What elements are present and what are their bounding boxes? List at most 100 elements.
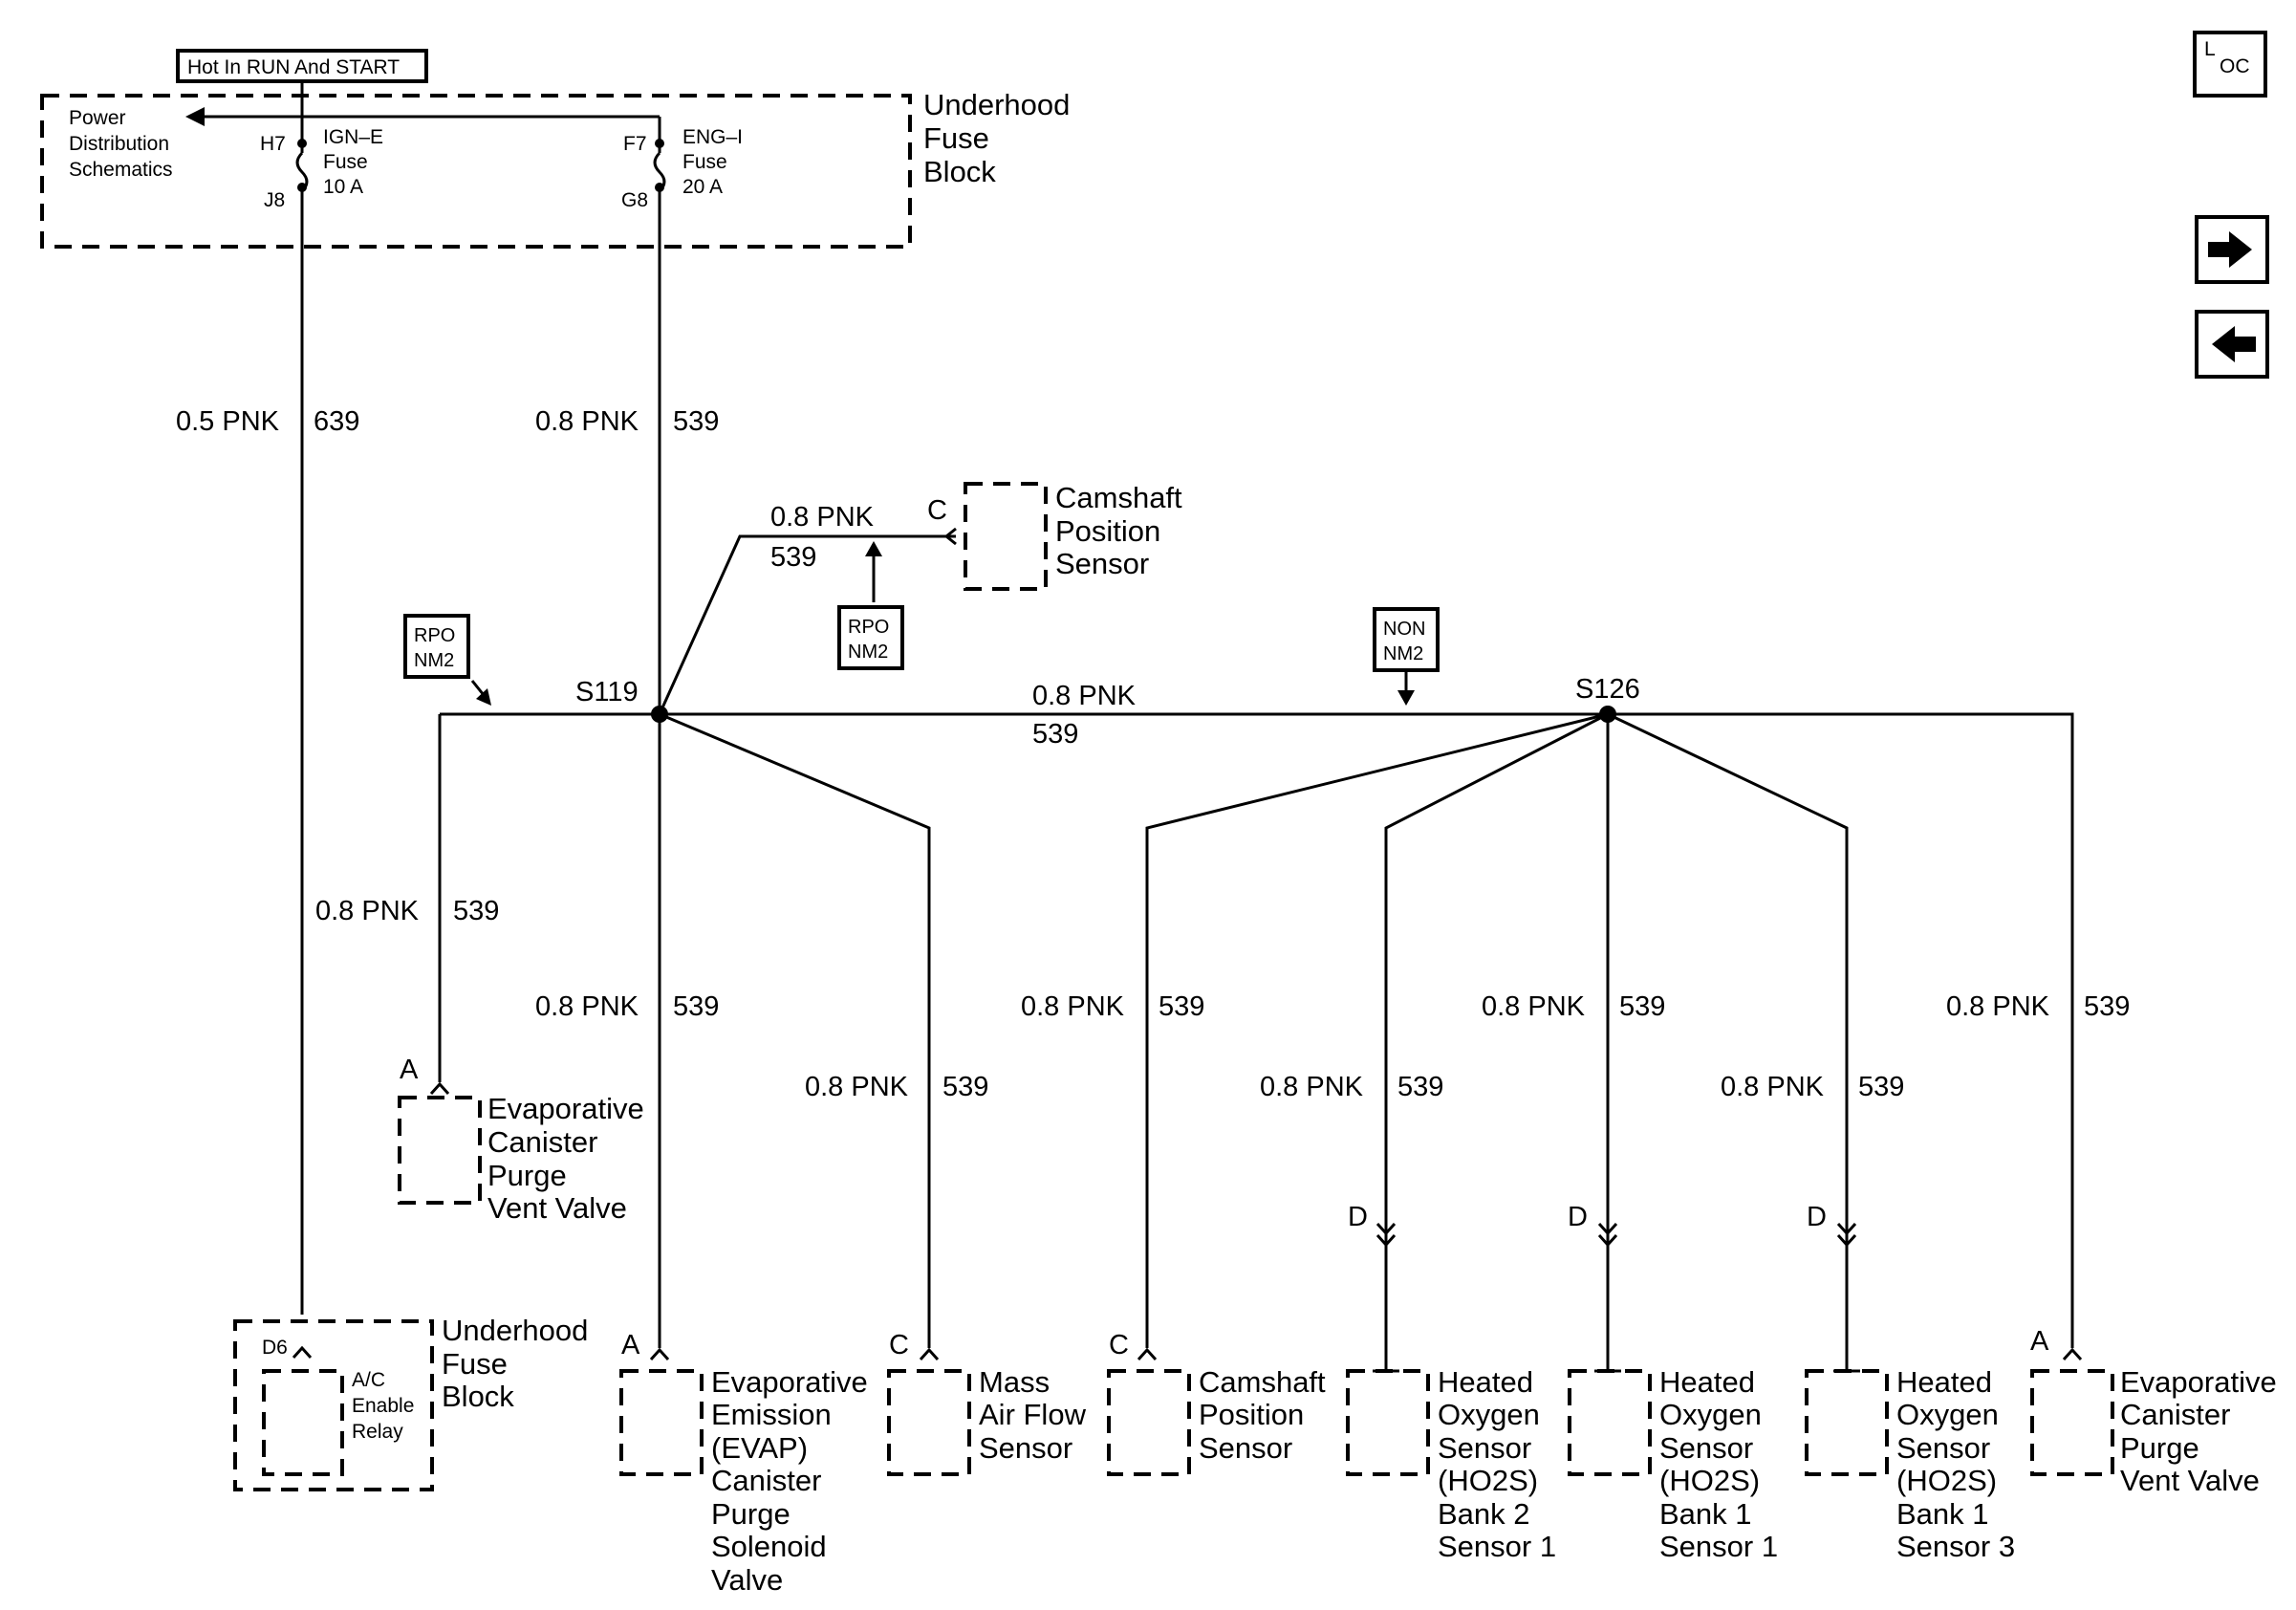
svg-text:ENG–I Fuse 20: ENG–I Fuse 20 A [682, 126, 748, 198]
fuse-block-title: Underhood Fuse Block [923, 88, 1078, 188]
svg-text:539: 539 [1858, 1072, 1904, 1102]
wire-539-evap-vent-left: 0.8 PNK 539 [315, 714, 499, 1082]
svg-text:0.8 PNK: 0.8 PNK [1021, 991, 1125, 1022]
wire-539-cam-bottom: 0.8 PNK 539 [1021, 712, 1609, 1348]
svg-text:539: 539 [673, 991, 719, 1022]
camshaft-position-sensor-top: C Camshaft Position Sensor [927, 481, 1190, 591]
svg-text:0.8 PNK: 0.8 PNK [315, 896, 420, 926]
wire-539-evap-solenoid: 0.8 PNK 539 [535, 714, 719, 1348]
svg-text:539: 539 [942, 1072, 988, 1102]
svg-text:Underhood Fuse Blo: Underhood Fuse Block [442, 1314, 596, 1413]
svg-text:Evaporative Canister: Evaporative Canister Purge Vent Valve [2120, 1365, 2285, 1497]
svg-text:539: 539 [453, 896, 499, 926]
svg-text:J8: J8 [264, 189, 285, 211]
svg-text:Camshaft Position: Camshaft Position Sensor [1199, 1365, 1333, 1465]
wire-639: 0.5 PNK 639 [176, 187, 359, 1315]
svg-text:0.8 PNK: 0.8 PNK [1721, 1072, 1825, 1102]
svg-text:0.8 PNK: 0.8 PNK [1032, 681, 1137, 711]
svg-text:NM2: NM2 [848, 642, 888, 663]
svg-text:Evaporative Emission: Evaporative Emission (EVAP) Canister Pur… [711, 1365, 876, 1597]
svg-text:539: 539 [1032, 719, 1078, 750]
svg-text:D: D [1568, 1202, 1588, 1232]
svg-text:A/C Enable Relay: A/C Enable Relay [352, 1369, 420, 1443]
svg-text:C: C [927, 495, 947, 526]
underhood-fuse-block-ac-relay: D6 A/C Enable Relay Underhood Fuse Block [233, 1314, 596, 1491]
option-tag-non-nm2: NON NM2 [1373, 607, 1440, 706]
svg-text:539: 539 [1619, 991, 1665, 1022]
svg-text:H7: H7 [260, 133, 286, 155]
svg-text:RPO: RPO [848, 617, 889, 638]
ho2s-bank1-sensor1: D Heated Oxygen Sensor (HO2S) Bank 1 Sen… [1568, 1202, 1778, 1563]
camshaft-position-sensor-bottom: C Camshaft Position Sensor [1107, 1330, 1333, 1476]
svg-text:G8: G8 [621, 189, 648, 211]
wire-539-main: 0.8 PNK 539 [535, 187, 719, 714]
svg-text:Heated Oxygen Sens: Heated Oxygen Sensor (HO2S) Bank 1 Senso… [1659, 1365, 1778, 1563]
arrow-left-icon [185, 107, 205, 126]
svg-text:C: C [1109, 1330, 1129, 1360]
svg-text:0.8 PNK: 0.8 PNK [770, 502, 875, 533]
ho2s-bank1-sensor3: D Heated Oxygen Sensor (HO2S) Bank 1 Sen… [1805, 1202, 2015, 1563]
svg-text:0.8 PNK: 0.8 PNK [535, 406, 639, 437]
svg-text:A: A [621, 1330, 640, 1360]
evap-canister-purge-solenoid-valve: A Evaporative Emission (EVAP) Canister P… [619, 1330, 876, 1597]
svg-text:Mass Air Flow Sens: Mass Air Flow Sensor [979, 1365, 1094, 1465]
evap-canister-purge-vent-valve-right: A Evaporative Canister Purge Vent Valve [2030, 1326, 2285, 1497]
wire-539-cam-top: 0.8 PNK 539 [658, 502, 956, 715]
svg-text:0.5 PNK: 0.5 PNK [176, 406, 280, 437]
svg-text:D: D [1348, 1202, 1368, 1232]
splice-s119: S119 [575, 677, 668, 723]
svg-text:0.8 PNK: 0.8 PNK [1482, 991, 1586, 1022]
svg-text:0.8 PNK: 0.8 PNK [1260, 1072, 1364, 1102]
svg-text:539: 539 [673, 406, 719, 437]
svg-text:NON: NON [1383, 619, 1425, 640]
svg-text:RPO: RPO [414, 625, 455, 646]
svg-text:NM2: NM2 [1383, 643, 1423, 664]
svg-text:539: 539 [1159, 991, 1204, 1022]
wire-539-ho2s-b1s3: 0.8 PNK 539 [1607, 712, 1904, 1371]
underhood-fuse-block-top: Underhood Fuse Block Power Distribution … [40, 81, 1078, 249]
svg-text:0.8 PNK: 0.8 PNK [1946, 991, 2050, 1022]
svg-text:Heated Oxygen Sens: Heated Oxygen Sensor (HO2S) Bank 1 Senso… [1896, 1365, 2015, 1563]
fuse-ign-e: H7 J8 IGN–E Fuse 10 A [260, 117, 389, 211]
wire-539-ho2s-b2s1: 0.8 PNK 539 [1260, 712, 1609, 1371]
ho2s-bank2-sensor1: D Heated Oxygen Sensor (HO2S) Bank 2 Sen… [1346, 1202, 1556, 1563]
svg-text:539: 539 [2084, 991, 2130, 1022]
svg-text:IGN–E Fuse 10: IGN–E Fuse 10 A [323, 126, 389, 198]
svg-text:539: 539 [1397, 1072, 1443, 1102]
svg-text:639: 639 [314, 406, 359, 437]
wire-539-ho2s-b1s1: 0.8 PNK 539 [1482, 714, 1665, 1371]
arrow-right-icon [2208, 231, 2252, 268]
svg-text:F7: F7 [623, 133, 647, 155]
power-distribution-link[interactable]: Power Distribution Schematics [69, 107, 175, 181]
svg-text:A: A [400, 1055, 419, 1085]
svg-text:L: L [2204, 38, 2216, 60]
svg-text:D6: D6 [262, 1337, 288, 1359]
option-tag-rpo-left: RPO NM2 [403, 614, 491, 706]
svg-text:C: C [889, 1330, 909, 1360]
svg-text:539: 539 [770, 542, 816, 573]
next-page-button[interactable] [2195, 215, 2269, 284]
prev-page-button[interactable] [2195, 310, 2269, 379]
svg-text:NM2: NM2 [414, 650, 454, 671]
svg-text:A: A [2030, 1326, 2049, 1357]
wire-539-bus: 0.8 PNK 539 [440, 681, 2072, 750]
svg-text:Evaporative Canister: Evaporative Canister Purge Vent Valve [487, 1092, 652, 1225]
hot-in-run-start-label: Hot In RUN And START [176, 49, 428, 83]
wire-539-maf: 0.8 PNK 539 [659, 712, 988, 1348]
svg-text:OC: OC [2220, 55, 2250, 77]
evap-canister-purge-vent-valve-left: A Evaporative Canister Purge Vent Valve [398, 1055, 652, 1225]
wire-539-evap-vent-right: 0.8 PNK 539 [1608, 712, 2130, 1348]
svg-text:D: D [1807, 1202, 1827, 1232]
svg-text:0.8 PNK: 0.8 PNK [535, 991, 639, 1022]
svg-text:Camshaft Position: Camshaft Position Sensor [1055, 481, 1190, 580]
svg-text:0.8 PNK: 0.8 PNK [805, 1072, 909, 1102]
mass-air-flow-sensor: C Mass Air Flow Sensor [887, 1330, 1094, 1476]
option-tag-rpo-cam: RPO NM2 [837, 605, 904, 670]
svg-text:Hot In RUN And START: Hot In RUN And START [187, 56, 400, 78]
svg-text:Heated Oxygen Sens: Heated Oxygen Sensor (HO2S) Bank 2 Senso… [1438, 1365, 1556, 1563]
arrow-left-icon [2212, 326, 2256, 362]
loc-icon[interactable]: L OC [2193, 31, 2267, 98]
svg-text:S119: S119 [575, 677, 639, 707]
svg-text:S126: S126 [1575, 674, 1640, 705]
